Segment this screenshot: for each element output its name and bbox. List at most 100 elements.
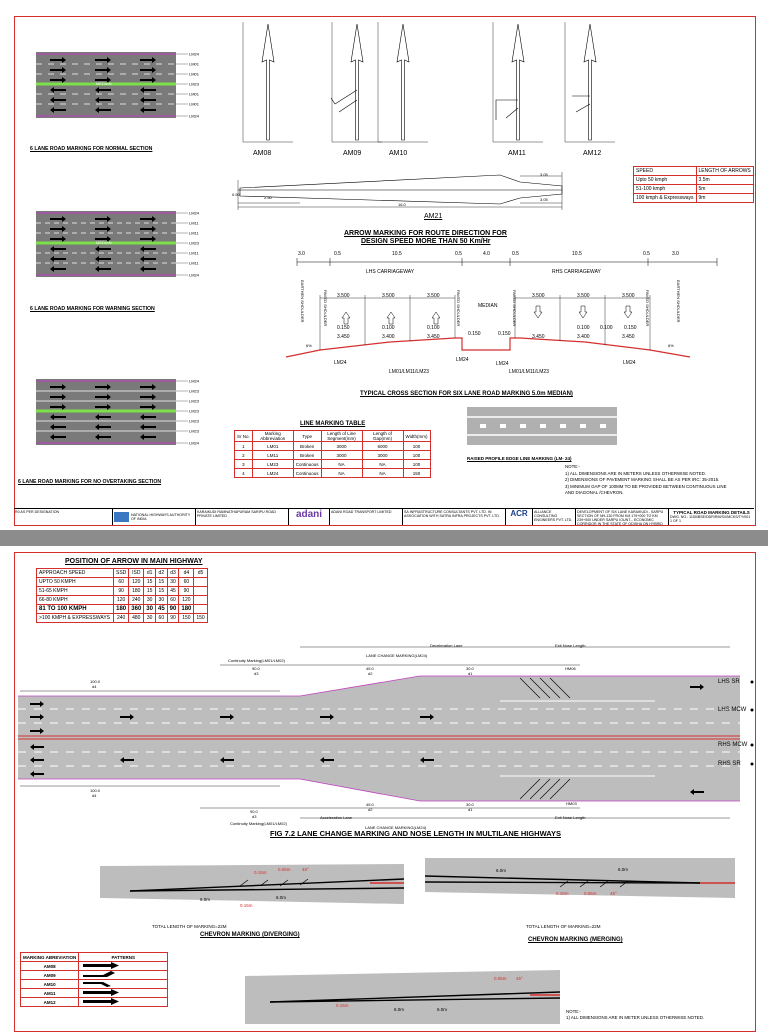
line-table-header: Width(mm) bbox=[402, 430, 431, 442]
arrow-mark bbox=[50, 394, 66, 400]
sub-dim: 0.100 bbox=[600, 325, 613, 331]
cross-section-title: TYPICAL CROSS SECTION FOR SIX LANE ROAD … bbox=[360, 391, 573, 397]
chev-dim: 0.05m bbox=[584, 891, 597, 896]
pattern-table: MARKING ABREVIATION PATTERNS AM08 AM09 A… bbox=[19, 952, 169, 1007]
note-item: 2) DIMENSIONS OF PAVEMENT MARKING SHALL … bbox=[565, 477, 720, 482]
note-item: 1) ALL DIMENSIONS ARE IN METER UNLESS OT… bbox=[566, 1015, 705, 1020]
table-cell: 4 bbox=[234, 468, 253, 478]
arrow-mark bbox=[95, 256, 111, 262]
chev-dim: 0.05m bbox=[494, 976, 507, 981]
lane-width-2: 3.450 bbox=[622, 334, 635, 340]
dim: 0.5 bbox=[334, 251, 341, 257]
arrow-am10 bbox=[377, 22, 428, 143]
drawing-title-cell: TYPICAL ROAD MARKING DETAILS DWG. NO.: 1… bbox=[669, 509, 754, 525]
lane-line-label: LM23 bbox=[189, 409, 200, 414]
lane-line-label: LM23 bbox=[189, 419, 200, 424]
arrow-mark bbox=[140, 97, 156, 103]
speed-header: SPEED bbox=[633, 166, 697, 176]
line-table-header: Marking Abbreviation bbox=[251, 430, 294, 442]
chevron-merging bbox=[424, 858, 735, 898]
arrow-mark bbox=[50, 434, 66, 440]
dim-top: 90.0 bbox=[252, 666, 260, 671]
lane-line-label: LM24 bbox=[189, 52, 200, 57]
table-cell: 3 bbox=[234, 459, 253, 469]
paved-shoulder-label: PAVED SHOULDER bbox=[512, 290, 517, 327]
cross-section bbox=[285, 258, 718, 358]
arrow-mark bbox=[140, 67, 156, 73]
accel-lane-label: Acceleration Lane bbox=[320, 815, 353, 820]
chevron-diverging-title: CHEVRON MARKING (DIVERGING) bbox=[200, 932, 300, 938]
dim: 10.5 bbox=[572, 251, 582, 257]
notes-block: NOTE:- 1) ALL DIMENSIONS ARE IN METERS U… bbox=[565, 464, 750, 497]
chev-dim: 0.15m bbox=[336, 1003, 349, 1008]
notes-sheet2: NOTE:- 1) ALL DIMENSIONS ARE IN METER UN… bbox=[566, 1009, 704, 1021]
arrow-mark bbox=[95, 67, 111, 73]
earthen-shoulder-label: EARTHEN SHOULDER bbox=[676, 280, 681, 323]
am08-label: AM08 bbox=[253, 150, 272, 157]
arrow-mark bbox=[95, 414, 111, 420]
dim-top-d: d4 bbox=[92, 684, 97, 689]
arrow-mark bbox=[50, 414, 66, 420]
lane-line-label: LM23 bbox=[189, 82, 200, 87]
arrow-mark bbox=[95, 107, 111, 113]
arrow-mark bbox=[140, 414, 156, 420]
nhai-cell: NATIONAL HIGHWAYS AUTHORITY OF INDIA bbox=[113, 509, 196, 525]
arrow-mark bbox=[140, 256, 156, 262]
arrow-mark bbox=[95, 226, 111, 232]
pattern-shape bbox=[78, 979, 169, 989]
arrow-mark bbox=[50, 57, 66, 63]
dim-top: 100.0 bbox=[90, 679, 101, 684]
table-cell: NA bbox=[361, 468, 404, 478]
am21-dim: 3.05 bbox=[540, 197, 548, 202]
pattern-header: PATTERNS bbox=[78, 952, 169, 962]
lane-width: 3.500 bbox=[427, 293, 440, 299]
decel-lane-label: Deceleration Lane bbox=[430, 643, 463, 648]
table-cell: LM24 bbox=[251, 468, 294, 478]
warning-section-title: 6 LANE ROAD MARKING FOR WARNING SECTION bbox=[30, 306, 155, 312]
table-cell: Broken bbox=[292, 441, 322, 451]
dim-top-d: d3 bbox=[254, 671, 259, 676]
lhs-sr-label: LHS SR bbox=[718, 679, 740, 685]
sheet1-drawing: LM24LM01LM01LM23LM01LM01LM24MEDIANLM24LM… bbox=[36, 22, 718, 446]
dim: 0.5 bbox=[455, 251, 462, 257]
lane-line-label: LM11 bbox=[189, 231, 199, 236]
arrow-mark bbox=[140, 107, 156, 113]
lane-width-2: 3.450 bbox=[427, 334, 440, 340]
notes-head: NOTE:- bbox=[566, 1009, 581, 1014]
speed-cell: 51-100 kmph bbox=[633, 184, 697, 194]
paved-shoulder-label: PAVED SHOULDER bbox=[323, 290, 328, 327]
table-cell: 3000 bbox=[361, 450, 404, 460]
am21-arrow-diagram bbox=[237, 172, 563, 210]
note-item: 1) ALL DIMENSIONS ARE IN METERS UNLESS O… bbox=[565, 470, 707, 476]
arrow-mark bbox=[50, 256, 66, 262]
drawing-title: TYPICAL ROAD MARKING DETAILS bbox=[673, 510, 750, 515]
paved-shoulder-label: PAVED SHOULDER bbox=[645, 290, 650, 327]
arrow-mark bbox=[140, 384, 156, 390]
exit-nose-label: Exit Nose Length bbox=[555, 643, 586, 648]
nhai-logo bbox=[114, 512, 129, 522]
lane-width: 3.500 bbox=[382, 293, 395, 299]
arrow-mark bbox=[50, 424, 66, 430]
arrow-mark bbox=[140, 434, 156, 440]
lm24-label: LM24 bbox=[456, 357, 469, 363]
arrow-marking-subtitle: DESIGN SPEED MORE THAN 50 Km/Hr bbox=[361, 238, 491, 245]
lane-width: 3.500 bbox=[337, 293, 350, 299]
nhai-name: NATIONAL HIGHWAYS AUTHORITY OF INDIA bbox=[130, 513, 191, 521]
lhs-mcw-label: LHS MCW bbox=[718, 707, 747, 713]
table-cell: 30 bbox=[143, 613, 156, 623]
dim: 10.5 bbox=[392, 251, 402, 257]
lm24-label: LM24 bbox=[623, 360, 636, 366]
am10-label: AM10 bbox=[389, 150, 408, 157]
note-item: 3) MINIMUM GAP OF 100MM TO BE PROVIDED B… bbox=[565, 483, 727, 489]
table-cell: 100 bbox=[402, 459, 431, 469]
table-cell: 2 bbox=[234, 450, 253, 460]
rhs-sr-label: RHS SR bbox=[718, 761, 741, 767]
table-cell: NA bbox=[320, 459, 363, 469]
arrow-mark bbox=[95, 236, 111, 242]
median-label: MEDIAN bbox=[96, 81, 112, 86]
